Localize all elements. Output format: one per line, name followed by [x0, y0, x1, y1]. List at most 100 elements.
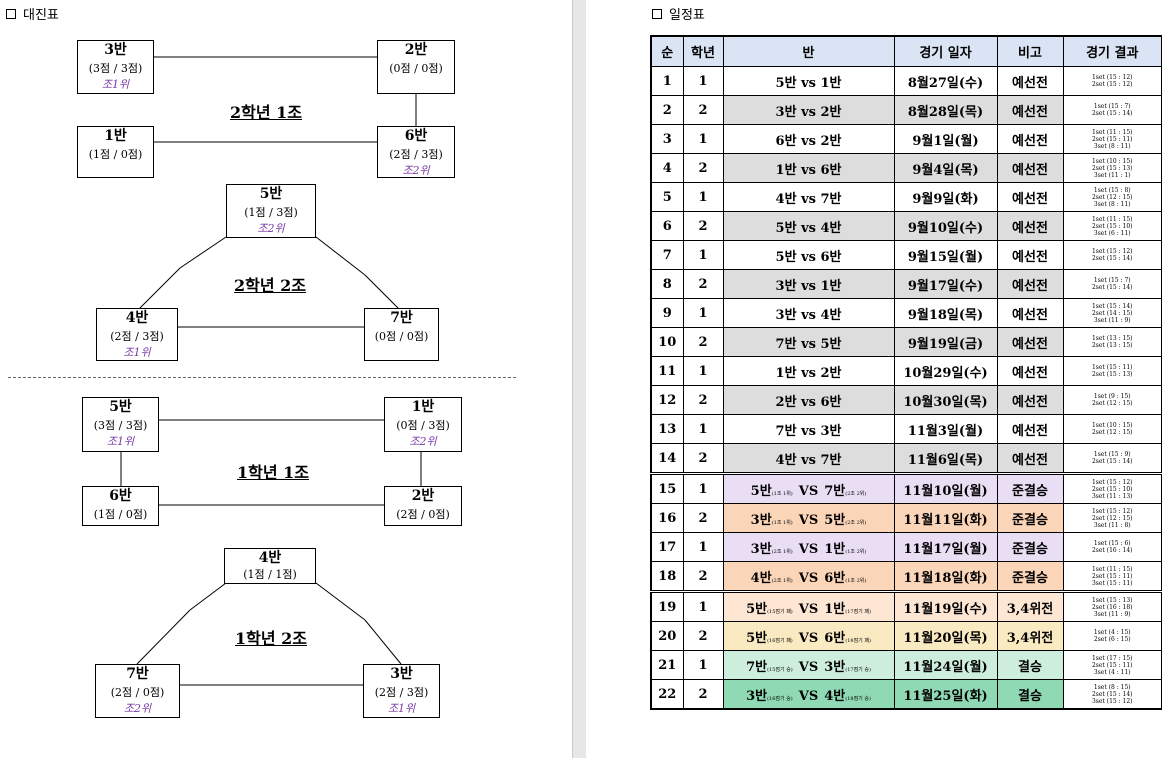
- set-result: 2set (16 : 18): [1091, 603, 1133, 611]
- grade-cell: 2: [682, 561, 724, 592]
- result-cell: 1set (15 : 12)2set (15 : 10)3set (11 : 1…: [1062, 472, 1162, 504]
- vs-label: VS: [798, 659, 819, 675]
- match-seed-note: (17점기 패): [845, 608, 871, 615]
- vs-label: VS: [798, 512, 819, 528]
- note-cell: 예선전: [996, 414, 1064, 444]
- set-result: 2set (12 : 15): [1091, 193, 1133, 201]
- set-result: 2set (6 : 15): [1093, 636, 1131, 643]
- result-cell: 1set (15 : 14)2set (14 : 15)3set (11 : 9…: [1062, 298, 1162, 328]
- match-cell: 6반 vs 2반: [722, 124, 895, 154]
- team-name: 5반: [109, 399, 132, 415]
- bracket-line: [136, 609, 191, 665]
- grade-cell: 1: [682, 124, 724, 154]
- note-cell: 결승: [996, 679, 1064, 710]
- date-cell: 11월3일(월): [893, 414, 998, 444]
- column-header: 비고: [996, 35, 1064, 67]
- set-result: 3set (4 : 11): [1093, 668, 1131, 676]
- vs-label: VS: [798, 630, 819, 646]
- row-number-cell: 20: [650, 621, 684, 651]
- set-result: 2set (15 : 11): [1091, 572, 1133, 580]
- result-cell: 1set (15 : 11)2set (15 : 13): [1062, 356, 1162, 386]
- bracket-lines: [120, 56, 422, 686]
- row-number-cell: 8: [650, 269, 684, 299]
- date-cell: 11월24일(월): [893, 650, 998, 680]
- set-result: 1set (15 : 13): [1091, 596, 1133, 604]
- match-seed-note: (2조 2위): [845, 490, 867, 497]
- match-seed-note: (15점기 승): [767, 666, 793, 673]
- grade-cell: 1: [682, 66, 724, 96]
- team-score: (2점 / 3점): [110, 330, 164, 343]
- group-label: 1학년 1조: [237, 463, 309, 482]
- date-cell: 10월30일(목): [893, 385, 998, 415]
- bracket-line: [315, 236, 366, 276]
- checkbox-square-icon: [652, 9, 662, 19]
- class-name: 1반: [824, 541, 846, 557]
- group-label: 2학년 2조: [234, 276, 306, 295]
- group-label: 1학년 2조: [235, 629, 307, 648]
- note-cell: 준결승: [996, 472, 1064, 504]
- grade-cell: 2: [682, 153, 724, 183]
- match-seed-note: (1조 1위): [771, 490, 793, 497]
- team-score: (2점 / 0점): [396, 508, 450, 521]
- note-cell: 예선전: [996, 95, 1064, 125]
- grade-cell: 2: [682, 95, 724, 125]
- match-seed-note: (1조 1위): [771, 519, 793, 526]
- match-seed-note: (15점기 패): [767, 608, 793, 615]
- set-result: 1set (17 : 15): [1091, 654, 1133, 662]
- class-name: 7반: [746, 659, 768, 675]
- row-number-cell: 16: [650, 503, 684, 533]
- date-cell: 11월10일(월): [893, 472, 998, 504]
- match-cell: 3반 vs 4반: [722, 298, 895, 328]
- note-cell: 예선전: [996, 269, 1064, 299]
- schedule-section-title: 일정표: [652, 4, 705, 23]
- grade-cell: 1: [682, 182, 724, 212]
- team-box: 6반 (1점 / 0점): [82, 486, 159, 526]
- row-number-cell: 5: [650, 182, 684, 212]
- date-cell: 9월19일(금): [893, 327, 998, 357]
- class-name: 5반: [824, 512, 846, 528]
- set-result: 3set (8 : 11): [1093, 142, 1131, 150]
- team-score: (2점 / 0점): [110, 686, 165, 699]
- team-rank: 조1위: [387, 702, 416, 715]
- bracket-line: [364, 619, 402, 665]
- class-name: 4반: [750, 570, 772, 586]
- team-rank: 조1위: [123, 346, 151, 359]
- set-result: 1set (15 : 8): [1093, 186, 1131, 194]
- column-header: 경기 일자: [893, 35, 998, 67]
- set-result: 3set (15 : 12): [1091, 697, 1133, 705]
- grade-cell: 2: [682, 679, 724, 710]
- team-box: 7반 (0점 / 0점): [364, 308, 439, 361]
- team-name: 2반: [404, 42, 428, 58]
- row-number-cell: 14: [650, 443, 684, 474]
- team-box: 5반 (3점 / 3점) 조1위: [82, 397, 159, 452]
- checkbox-square-icon: [6, 9, 16, 19]
- note-cell: 3,4위전: [996, 590, 1064, 622]
- grade-cell: 1: [682, 590, 724, 622]
- bracket-line: [364, 274, 400, 310]
- team-box: 3반 (3점 / 3점) 조1위: [77, 40, 154, 94]
- date-cell: 10월29일(수): [893, 356, 998, 386]
- note-cell: 예선전: [996, 327, 1064, 357]
- row-number-cell: 1: [650, 66, 684, 96]
- table-header-row: 순 학년 반 경기 일자 비고 경기 결과: [650, 35, 1162, 67]
- team-box: 5반 (1점 / 3점) 조2위: [226, 184, 316, 238]
- team-box: 6반 (2점 / 3점) 조2위: [377, 126, 455, 178]
- set-result: 3set (8 : 11): [1093, 200, 1131, 208]
- row-number-cell: 2: [650, 95, 684, 125]
- note-cell: 예선전: [996, 385, 1064, 415]
- set-result: 1set (15 : 12): [1091, 478, 1133, 486]
- set-result: 3set (11 : 9): [1093, 610, 1131, 618]
- class-name: 5반: [746, 630, 768, 646]
- class-name: 7반: [824, 483, 846, 499]
- row-number-cell: 7: [650, 240, 684, 270]
- match-seed-note: (16점기 승): [767, 695, 793, 702]
